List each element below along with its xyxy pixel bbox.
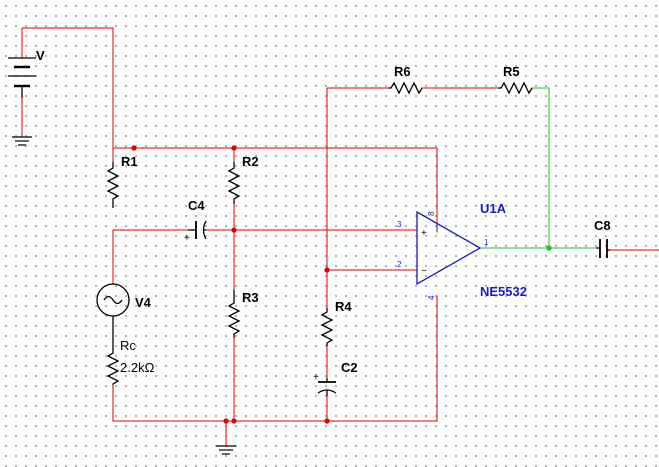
ground-rail-wire — [112, 295, 438, 422]
rc-label: Rc — [120, 338, 136, 353]
pin-vee-number: 4 — [427, 295, 436, 300]
ac-source-icon[interactable] — [96, 283, 130, 348]
battery-icon[interactable] — [8, 57, 36, 98]
c8-capacitor-icon[interactable] — [596, 239, 610, 258]
pin-vcc-number: 8 — [427, 211, 436, 216]
r4-resistor-icon[interactable] — [320, 308, 334, 346]
r3-label: R3 — [242, 290, 259, 305]
battery-label: V — [36, 48, 45, 63]
c2-label: C2 — [341, 360, 358, 375]
rc-resistor-icon[interactable] — [106, 348, 120, 385]
pin-plus-number: 3 — [397, 220, 402, 229]
junction-dot — [131, 145, 137, 151]
opamp-ref-label: U1A — [480, 201, 507, 216]
r5-output-wire — [531, 87, 550, 249]
junction-dot — [231, 418, 237, 424]
pin-minus-number: 2 — [397, 260, 402, 269]
r2-resistor-icon[interactable] — [227, 162, 241, 204]
c4-label: C4 — [188, 198, 205, 213]
r4-label: R4 — [335, 299, 352, 314]
r2-label: R2 — [242, 154, 259, 169]
opamp-icon[interactable] — [416, 210, 482, 286]
opamp-minus-sign: − — [421, 266, 427, 277]
rc-value: 2.2kΩ — [120, 360, 155, 375]
c4-polarity: + — [184, 233, 190, 244]
r5-resistor-icon[interactable] — [498, 81, 533, 95]
c8-label: C8 — [594, 218, 611, 233]
v4-top-wire — [112, 229, 189, 284]
supply-rail-wire — [21, 27, 438, 233]
ground-icon — [216, 445, 236, 455]
c2-capacitor-icon[interactable] — [317, 378, 337, 396]
wires — [21, 27, 659, 447]
pin-out-number: 1 — [484, 238, 489, 247]
r1-label: R1 — [121, 154, 138, 169]
junction-dot — [324, 267, 330, 273]
feedback-left-wire — [326, 87, 389, 271]
c4-capacitor-icon[interactable] — [188, 220, 207, 240]
opamp-part-label: NE5532 — [480, 284, 527, 299]
r6-resistor-icon[interactable] — [388, 81, 423, 95]
r1-resistor-icon[interactable] — [106, 162, 120, 208]
opamp-plus-sign: + — [421, 228, 427, 239]
output-junction-dot — [546, 245, 552, 251]
junctions — [131, 145, 330, 424]
c2-polarity: + — [313, 372, 319, 383]
junction-dot — [223, 418, 229, 424]
output-wires — [479, 87, 597, 249]
junction-dot — [231, 227, 237, 233]
v4-label: V4 — [135, 295, 152, 310]
ground-icon — [12, 136, 32, 146]
junction-dot — [324, 418, 330, 424]
r3-resistor-icon[interactable] — [227, 290, 241, 338]
junction-dot — [231, 145, 237, 151]
r5-label: R5 — [503, 64, 520, 79]
r6-label: R6 — [394, 64, 411, 79]
